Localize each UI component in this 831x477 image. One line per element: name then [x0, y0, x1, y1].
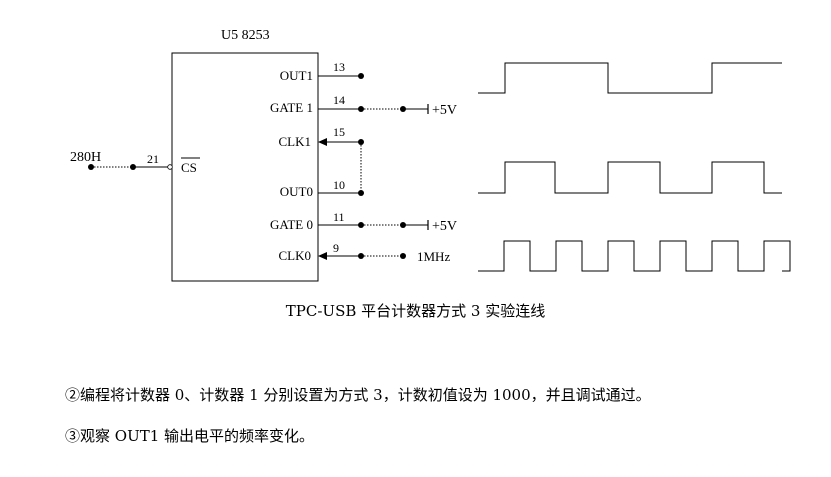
clk0-node-b [400, 253, 406, 259]
cs-inversion-bubble [167, 164, 173, 170]
pin-label-clk0: CLK0 [279, 248, 312, 263]
clk1-arrow [318, 138, 327, 146]
cs-node-right [130, 164, 136, 170]
pin-label-out1: OUT1 [280, 68, 313, 83]
pin-number-13: 13 [333, 60, 345, 74]
out0-waveform [478, 161, 782, 194]
gate1-node-b [400, 106, 406, 112]
pin-label-clk1: CLK1 [279, 134, 312, 149]
pin-number-11: 11 [333, 210, 345, 224]
gate0-node-a [358, 222, 364, 228]
cs-label: CS [181, 160, 197, 175]
pin-number-10: 10 [333, 178, 345, 192]
instruction-step-2: ②编程将计数器 0、计数器 1 分别设置为方式 3，计数初值设为 1000，并且… [65, 386, 651, 404]
pin-label-out0: OUT0 [280, 184, 313, 199]
out1-node [358, 73, 364, 79]
instruction-step-3: ③观察 OUT1 输出电平的频率变化。 [65, 427, 315, 445]
pin-number-14: 14 [333, 93, 345, 107]
clk0-waveform [478, 240, 791, 272]
cs-pin-number: 21 [147, 152, 159, 166]
chip-title: U5 8253 [221, 28, 270, 43]
address-label: 280H [70, 150, 101, 165]
cs-node-left [88, 164, 94, 170]
pin-number-9: 9 [333, 241, 339, 255]
pin-label-gate1: GATE 1 [270, 100, 313, 115]
wiring-diagram: U5 8253 280H 21 CS OUT1 GATE 1 CLK1 OUT0… [70, 28, 791, 282]
clk0-arrow [318, 252, 327, 260]
gate1-node-a [358, 106, 364, 112]
clock-source-label: 1MHz [417, 249, 450, 264]
figure-caption: TPC-USB 平台计数器方式 3 实验连线 [285, 302, 546, 320]
out1-waveform [478, 62, 782, 94]
pin-label-gate0: GATE 0 [270, 217, 313, 232]
pin-number-15: 15 [333, 125, 345, 139]
gate0-supply-label: +5V [432, 219, 457, 234]
gate0-node-b [400, 222, 406, 228]
out0-node [358, 190, 364, 196]
clk0-node-a [358, 253, 364, 259]
gate1-supply-label: +5V [432, 103, 457, 118]
